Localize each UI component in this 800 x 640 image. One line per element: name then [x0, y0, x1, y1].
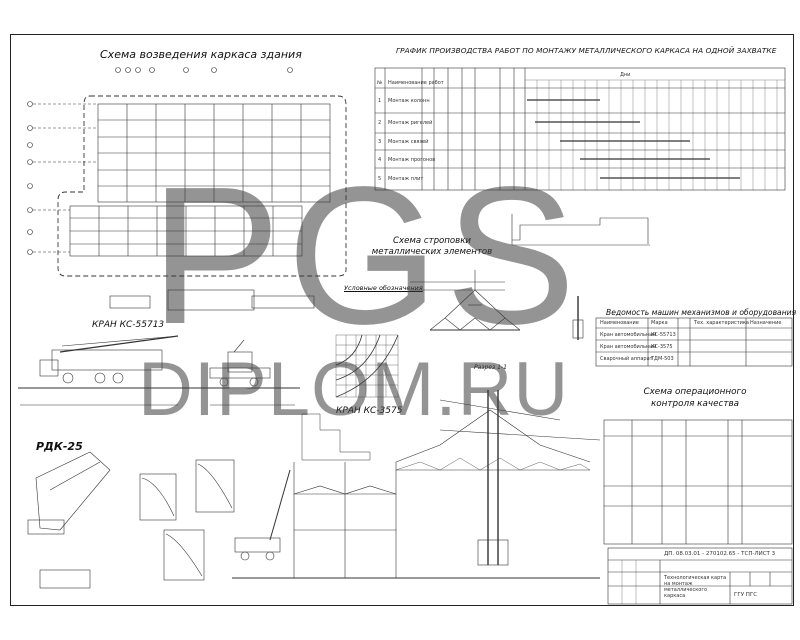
schedule-table-grid — [374, 67, 786, 246]
slinging-scheme-title: Схема строповки металлических элементов — [371, 236, 493, 257]
slinging-scheme-drawing — [410, 270, 584, 340]
schedule-header-name: Наименование работ — [388, 80, 444, 86]
crane-ks55713-drawing — [18, 335, 300, 406]
title-block-sheet-title: Технологическая карта на монтаж металлич… — [664, 575, 727, 599]
title-block-org: ГГУ ПГС — [734, 592, 758, 598]
machines-row-3-brand: ТДМ-503 — [651, 356, 674, 362]
crane-ks3575-reach-zone — [335, 334, 399, 398]
schedule-row-3-name: Монтаж связей — [388, 139, 429, 145]
erection-scheme-title: Схема возведения каркаса здания — [100, 48, 302, 61]
machines-row-2-name: Кран автомобильный — [600, 344, 657, 350]
quality-control-title: Схема операционного контроля качества — [643, 387, 747, 409]
schedule-header-num: № — [377, 80, 383, 86]
machines-row-1-name: Кран автомобильный — [600, 332, 657, 338]
machines-row-2-brand: КС-3575 — [651, 344, 673, 350]
watermark-pgs: PGS — [150, 146, 582, 365]
watermark-domain: DIPLOM.RU — [138, 347, 570, 432]
quality-control-table-grid — [603, 419, 793, 545]
rdk25-label: РДК-25 — [36, 440, 83, 453]
schedule-row-3-num: 3 — [378, 139, 382, 145]
schedule-row-1-num: 1 — [378, 98, 382, 104]
machines-table-grid — [595, 317, 793, 367]
schedule-row-4-name: Монтаж прогонов — [388, 157, 436, 163]
title-block-code: ДП. 08.03.01 - 270102.65 - ТСП-ЛИСТ 3 — [664, 551, 776, 557]
section-elevation-drawing — [232, 390, 601, 579]
crane-ks55713-label: КРАН КС-55713 — [92, 320, 165, 330]
machines-row-1-brand: КС-55713 — [651, 332, 676, 338]
rdk25-crane-charts — [27, 451, 235, 589]
machines-header-purpose: Назначение — [750, 320, 782, 326]
drawing-sheet-frame — [10, 34, 794, 606]
machines-row-3-name: Сварочный аппарат — [600, 356, 653, 362]
machines-header-spec: Тех. характеристика — [694, 320, 749, 326]
schedule-row-5-name: Монтаж плит — [388, 176, 424, 182]
section-label: Разрез 1-1 — [474, 364, 507, 371]
schedule-header-days: Дни — [620, 72, 631, 78]
title-block-grid — [607, 547, 793, 605]
schedule-row-2-num: 2 — [378, 120, 382, 126]
schedule-row-4-num: 4 — [378, 157, 382, 163]
legend-title: Условные обозначения — [344, 284, 423, 292]
machines-header-name: Наименование — [600, 320, 639, 326]
schedule-title: ГРАФИК ПРОИЗВОДСТВА РАБОТ ПО МОНТАЖУ МЕТ… — [396, 46, 777, 55]
crane-ks3575-label: КРАН КС-3575 — [336, 406, 403, 416]
schedule-row-1-name: Монтаж колонн — [388, 98, 430, 104]
building-grid-plan — [27, 67, 347, 311]
schedule-row-5-num: 5 — [378, 176, 382, 182]
machines-header-brand: Марка — [651, 320, 668, 326]
machines-table-title: Ведомость машин механизмов и оборудовани… — [606, 308, 797, 317]
schedule-row-2-name: Монтаж ригелей — [388, 120, 433, 126]
